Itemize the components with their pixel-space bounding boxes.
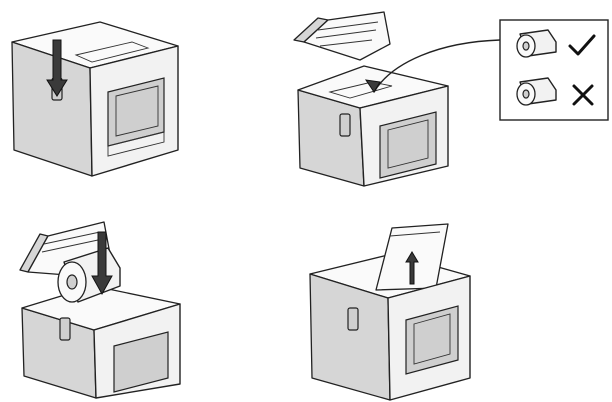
paper-roll-correct-icon: [516, 29, 557, 58]
step-1-printer-closed: [11, 21, 179, 177]
paper-roll-wrong-icon: [516, 77, 557, 106]
cross-icon: [572, 84, 594, 106]
step-4-paper-out: [309, 223, 471, 401]
check-icon: [568, 34, 596, 56]
step-2-printer-open: [293, 11, 501, 187]
down-arrow-icon: [91, 231, 113, 296]
down-arrow-icon: [46, 39, 68, 97]
paper-orientation-inset: [499, 19, 609, 121]
up-arrow-icon: [405, 251, 419, 285]
curved-pointer-icon: [364, 39, 501, 93]
step-3-insert-roll: [19, 221, 181, 399]
